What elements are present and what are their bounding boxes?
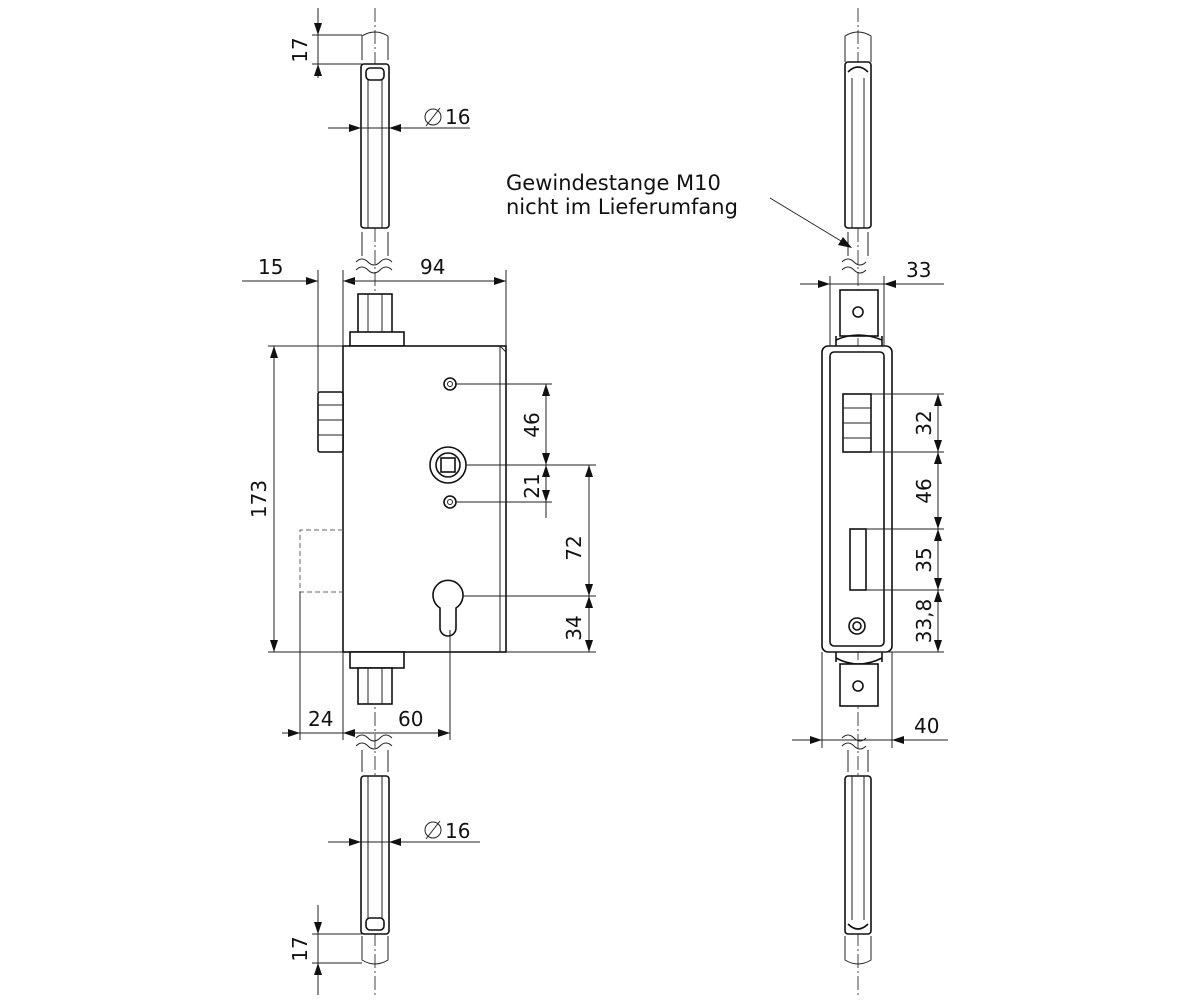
dim-label-backset-left: 24 bbox=[308, 707, 333, 731]
dim-case-height: 173 bbox=[247, 345, 343, 653]
dim-faceplate-width: 40 bbox=[792, 652, 948, 748]
dim-label-case-height: 173 bbox=[247, 480, 271, 518]
top-break-mark bbox=[355, 232, 393, 274]
diameter-symbol-icon bbox=[424, 107, 442, 127]
bottom-rod-thread-outline bbox=[361, 936, 389, 965]
cylinder-keyhole bbox=[432, 579, 464, 637]
dim-label-top-diameter: 16 bbox=[445, 105, 470, 129]
dim-top-bolt-offset: 17 bbox=[288, 8, 362, 78]
dim-label-top-width: 33 bbox=[906, 258, 931, 282]
top-bolt-head bbox=[349, 293, 405, 347]
dim-label-faceplate-width: 40 bbox=[914, 714, 939, 738]
dim-label-hole-to-spindle: 46 bbox=[520, 412, 544, 437]
bottom-break-mark bbox=[355, 734, 393, 772]
dim-bottom-bolt-offset: 17 bbox=[288, 905, 362, 995]
dim-label-spindle-to-hole: 21 bbox=[520, 473, 544, 498]
lock-case bbox=[342, 345, 507, 653]
dim-label-spindle-to-cylinder: 72 bbox=[562, 535, 586, 560]
dim-label-case-width: 94 bbox=[420, 255, 445, 279]
dim-label-bottom-offset: 17 bbox=[288, 936, 312, 961]
dim-label-latch-height: 35 bbox=[912, 547, 936, 572]
faceplate bbox=[821, 345, 893, 653]
dim-case-width: 94 bbox=[342, 255, 507, 346]
latch-bolt bbox=[317, 391, 344, 453]
side-top-connector bbox=[835, 289, 883, 346]
side-latch bbox=[842, 393, 872, 453]
mounting-hole-bottom bbox=[443, 495, 457, 509]
side-top-rod bbox=[841, 31, 872, 274]
bottom-bolt-head bbox=[349, 651, 405, 705]
diameter-symbol-icon bbox=[424, 820, 442, 840]
dim-top-bolt-diameter: 16 bbox=[328, 105, 470, 132]
dim-hole-spacing: 46 21 bbox=[456, 383, 596, 518]
dim-cylinder-spacing: 72 34 bbox=[463, 465, 596, 653]
note-line-2: nicht im Lieferumfang bbox=[506, 195, 738, 219]
dim-label-screw-offset: 33,8 bbox=[912, 599, 936, 644]
dim-backset: 24 60 bbox=[282, 592, 451, 740]
threaded-rod-note: Gewindestange M10 nicht im Lieferumfang bbox=[506, 171, 852, 248]
dim-top-width: 33 bbox=[800, 258, 944, 346]
faceplate-screw bbox=[848, 617, 866, 635]
dim-label-cylinder-to-bottom: 34 bbox=[562, 615, 586, 640]
mounting-hole-top bbox=[443, 377, 457, 391]
bottom-bolt bbox=[360, 775, 390, 935]
dim-label-bolt-shift: 15 bbox=[258, 255, 283, 279]
dim-bottom-bolt-diameter: 16 bbox=[328, 819, 480, 846]
dim-label-backset-right: 60 bbox=[398, 707, 423, 731]
spindle-hub bbox=[429, 446, 467, 484]
dim-label-slot-spacing: 46 bbox=[912, 478, 936, 503]
dim-label-bottom-diameter: 16 bbox=[445, 819, 470, 843]
note-line-1: Gewindestange M10 bbox=[506, 171, 721, 195]
top-rod-thread-outline bbox=[361, 31, 389, 60]
dim-side-vertical-chain: 32 46 35 33,8 bbox=[865, 393, 944, 653]
front-view: 17 16 15 94 bbox=[242, 8, 596, 995]
dim-label-bolt-slot-height: 32 bbox=[912, 410, 936, 435]
top-bolt bbox=[360, 63, 390, 229]
side-bottom-connector bbox=[835, 652, 883, 707]
dim-bolt-shift: 15 bbox=[242, 255, 355, 392]
hidden-deadbolt bbox=[299, 529, 343, 593]
deadbolt-slot bbox=[849, 528, 867, 591]
dim-label-top-offset: 17 bbox=[288, 37, 312, 62]
side-bottom-rod bbox=[841, 734, 872, 965]
side-view: Gewindestange M10 nicht im Lieferumfang … bbox=[506, 8, 948, 995]
